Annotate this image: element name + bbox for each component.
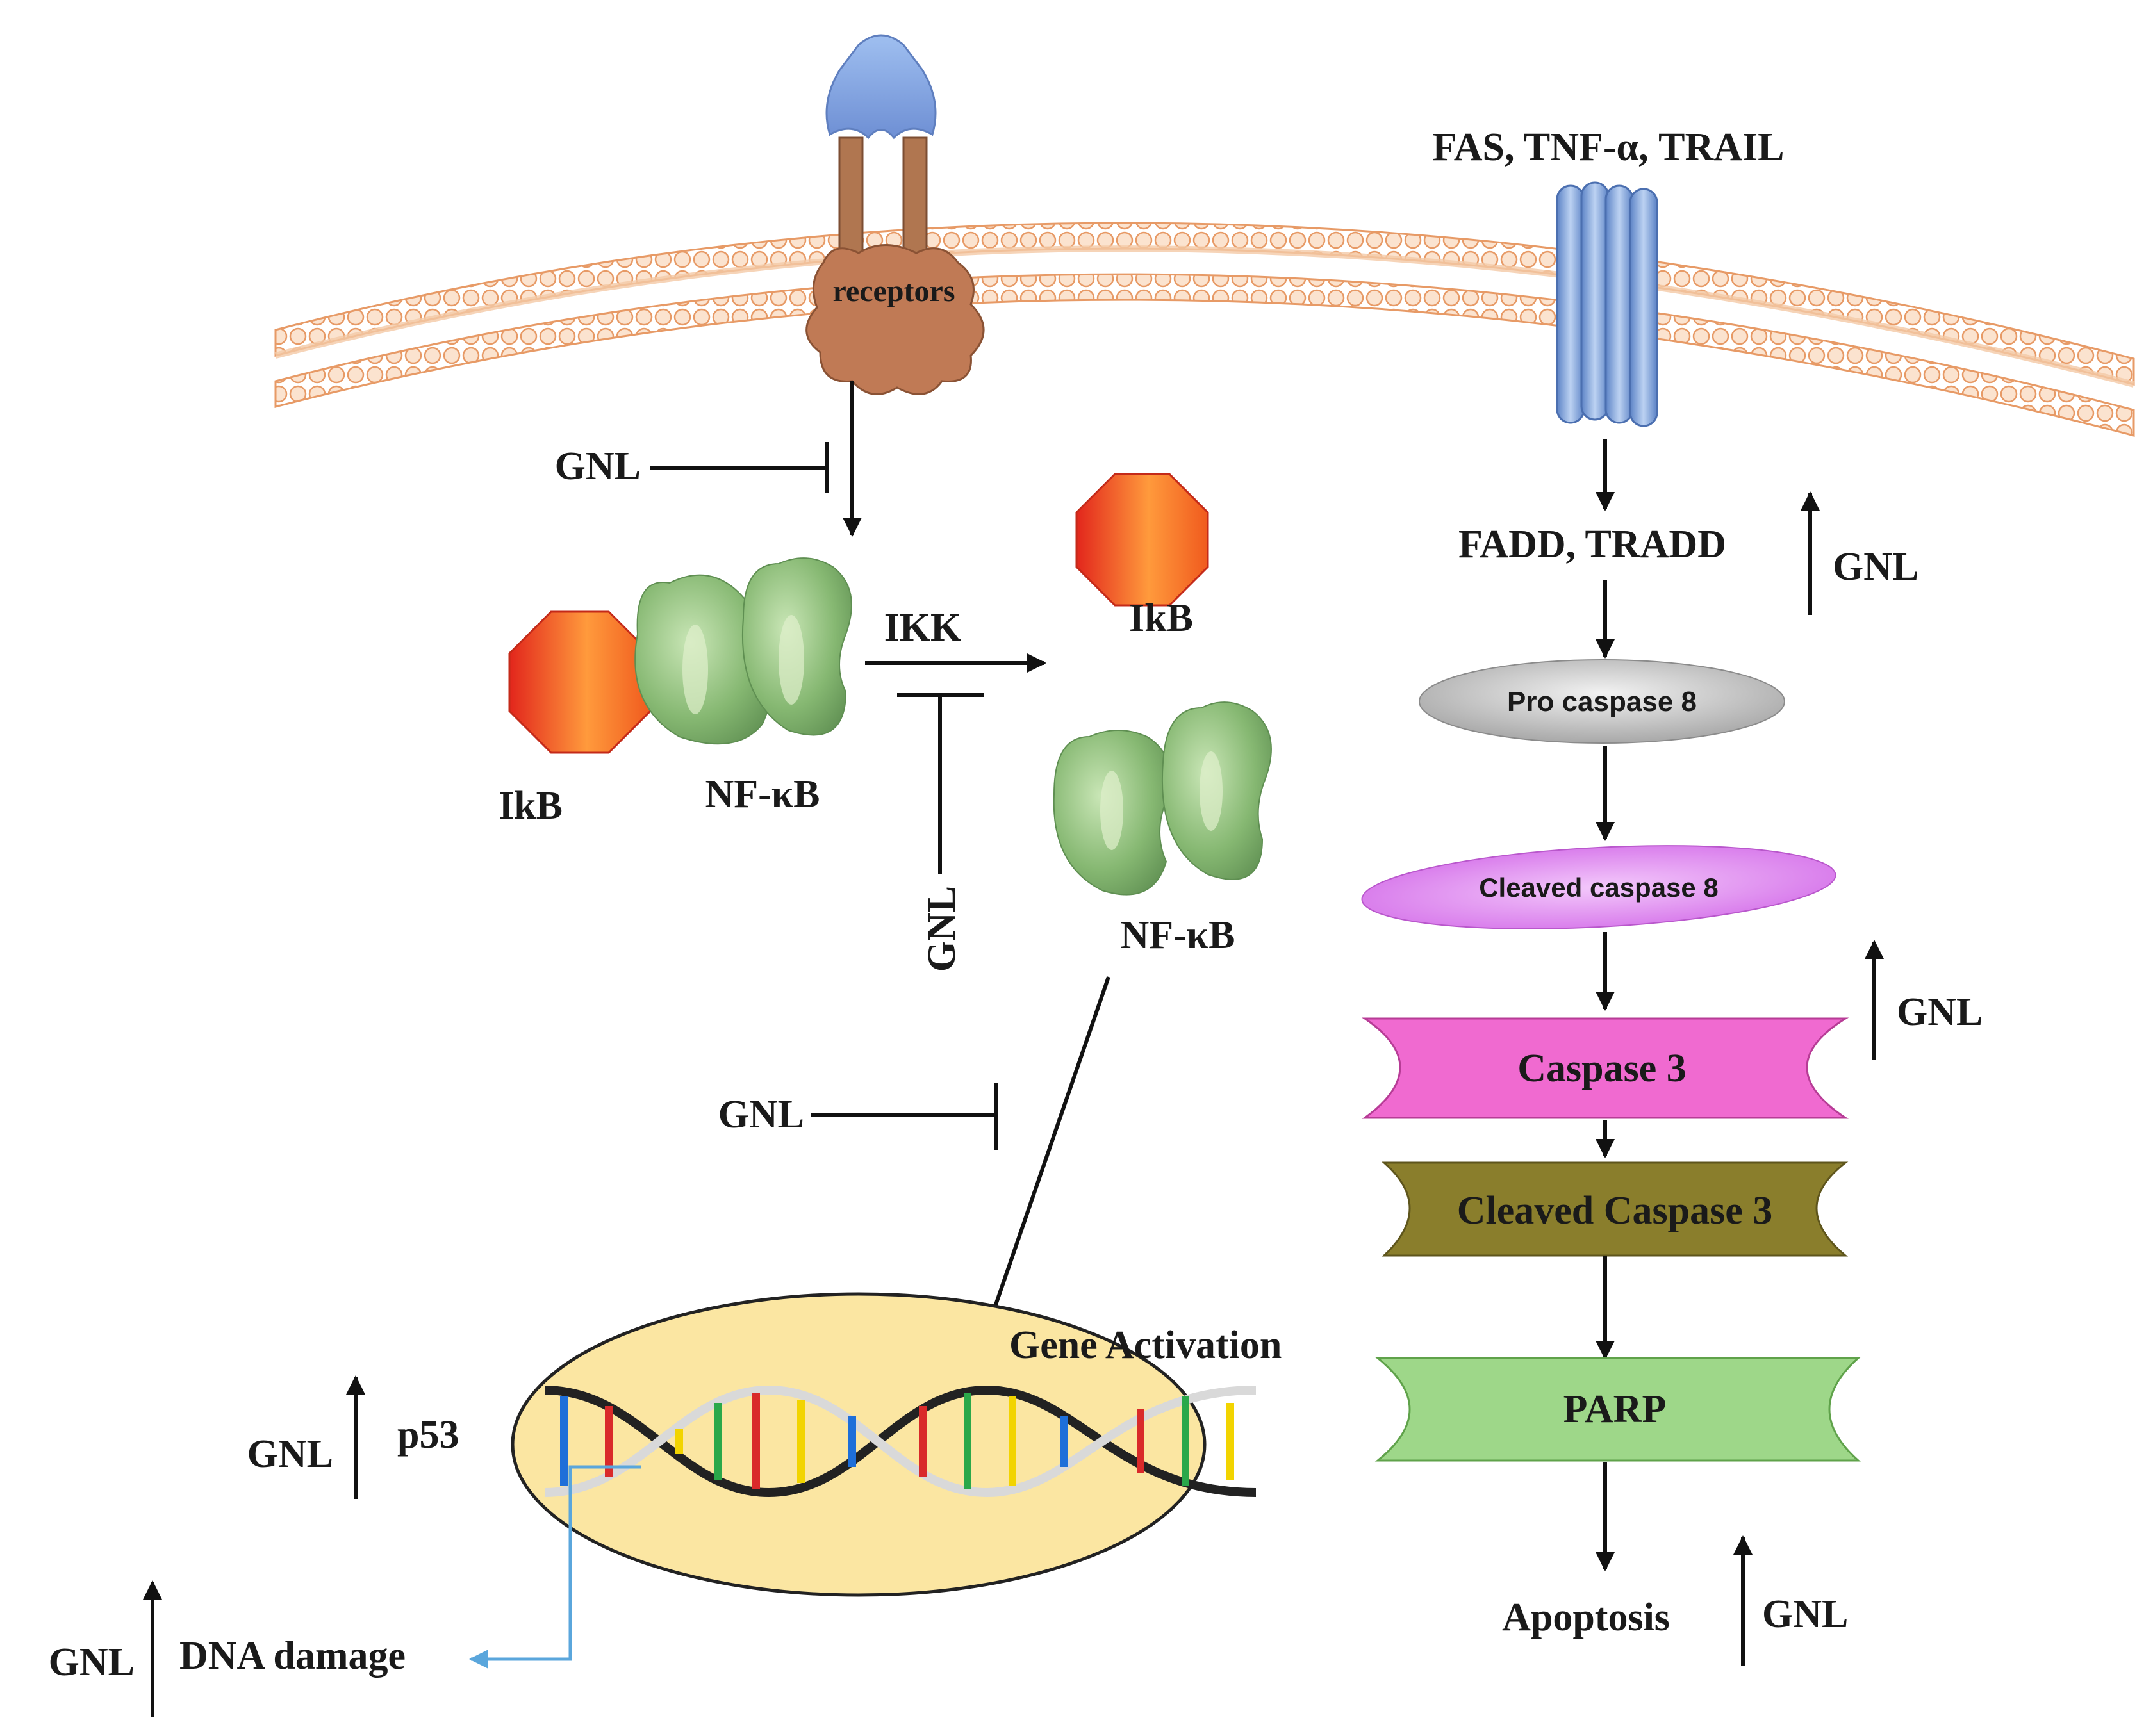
gene-activation-label: Gene Activation [1009, 1323, 1282, 1367]
cell-membrane [274, 222, 2135, 437]
dna-damage-modulation: GNL DNA damage [49, 1580, 406, 1717]
released-ikb: IkB [1075, 473, 1209, 640]
gnl-inhibitor-translocation: GNL [718, 1093, 804, 1136]
ikb-icon [1075, 473, 1209, 607]
ikb-left-label: IkB [499, 784, 563, 828]
ikk-label: IKK [884, 606, 962, 650]
gnl-p53-modulator: GNL [247, 1432, 333, 1476]
apoptosis-label: Apoptosis [1502, 1596, 1670, 1639]
gnl-adaptors-modulator: GNL [1833, 545, 1918, 589]
caspase3-label: Caspase 3 [1517, 1047, 1687, 1090]
receptor-to-nfkb-arrow: GNL [555, 381, 862, 537]
gnl-dna-damage-modulator: GNL [49, 1641, 135, 1684]
gnl-caspase3-modulator: GNL [1897, 990, 1983, 1034]
receptor-icon [805, 244, 985, 395]
p53-modulation: GNL p53 [247, 1375, 459, 1499]
nfkb-free-label: NF-κB [1120, 913, 1235, 957]
receptor-label: receptors [832, 274, 955, 308]
cleaved-caspase8-shape [1361, 845, 1836, 929]
nucleus: Gene Activation [511, 1292, 1282, 1597]
receptor-complex: receptors [805, 34, 985, 395]
ikk-step: IKK GNL [865, 606, 1046, 972]
nfkb-complex-label: NF-κB [705, 773, 820, 816]
cleaved-caspase3-shape [1382, 1161, 1849, 1257]
parp-shape [1374, 1357, 1861, 1462]
death-ligands-label: FAS, TNF-α, TRAIL [1432, 126, 1784, 169]
gnl-inhibitor-ikk: GNL [920, 886, 964, 972]
dna-damage-link [469, 1465, 641, 1669]
gnl-inhibitor-top: GNL [555, 445, 641, 488]
ikb-nfkb-complex: IkB NF-κB [499, 557, 852, 828]
caspase3-shape [1362, 1017, 1849, 1119]
p53-label: p53 [397, 1413, 459, 1457]
pro-caspase8-shape [1419, 659, 1785, 744]
ikb-released-label: IkB [1129, 596, 1193, 640]
cleaved-caspase8-label: Cleaved caspase 8 [1479, 872, 1719, 903]
free-nfkb: NF-κB [1053, 701, 1272, 957]
death-receptor: FAS, TNF-α, TRAIL [1432, 126, 1785, 427]
cleaved-caspase3-label: Cleaved Caspase 3 [1457, 1189, 1773, 1232]
adaptors-label: FADD, TRADD [1458, 523, 1726, 566]
ikb-icon [508, 610, 652, 754]
parp-label: PARP [1563, 1388, 1667, 1431]
apoptosis-pathway: FADD, TRADD GNL Pro caspase 8 Cleaved ca… [1361, 439, 1983, 1666]
dna-damage-label: DNA damage [179, 1634, 406, 1678]
ligand-icon [825, 34, 937, 140]
gnl-apoptosis-modulator: GNL [1762, 1593, 1848, 1636]
pro-caspase8-label: Pro caspase 8 [1507, 686, 1697, 717]
